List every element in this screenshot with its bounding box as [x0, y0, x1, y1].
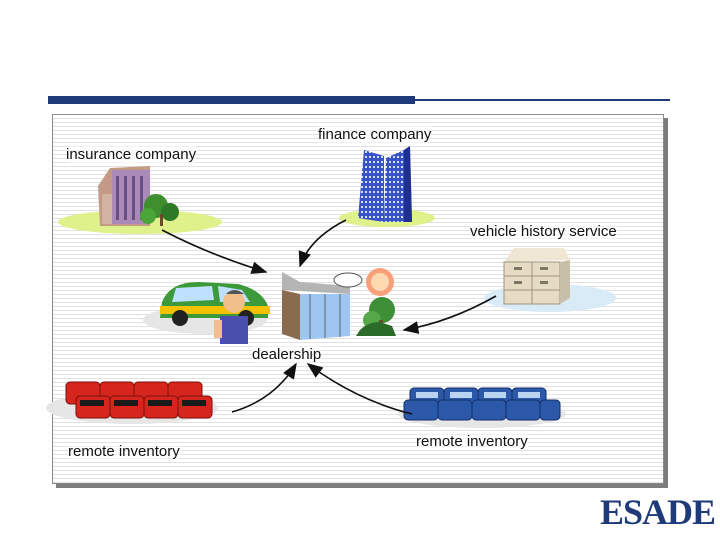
node-label-remote-inventory-left: remote inventory — [68, 443, 180, 460]
node-label-dealership: dealership — [252, 346, 322, 363]
blue-cars-icon — [398, 387, 566, 428]
esade-logo: ESADE — [600, 492, 716, 532]
office-building-icon — [58, 166, 222, 234]
dealership-icon — [143, 268, 396, 344]
red-cars-icon — [46, 381, 218, 424]
title-rule-thick — [48, 96, 415, 104]
node-label-insurance-company: insurance company — [66, 146, 197, 163]
skyscraper-icon — [339, 146, 435, 227]
node-label-finance-company: finance company — [318, 126, 432, 143]
node-label-vehicle-history-service: vehicle history service — [470, 223, 617, 240]
logo-text-main: ESAD — [600, 492, 693, 532]
node-label-remote-inventory-right: remote inventory — [416, 433, 528, 450]
diagram-arrows — [161, 219, 497, 415]
file-cabinet-icon — [484, 248, 616, 312]
title-rule-thin — [415, 99, 670, 101]
logo-text-end: E — [692, 492, 716, 532]
